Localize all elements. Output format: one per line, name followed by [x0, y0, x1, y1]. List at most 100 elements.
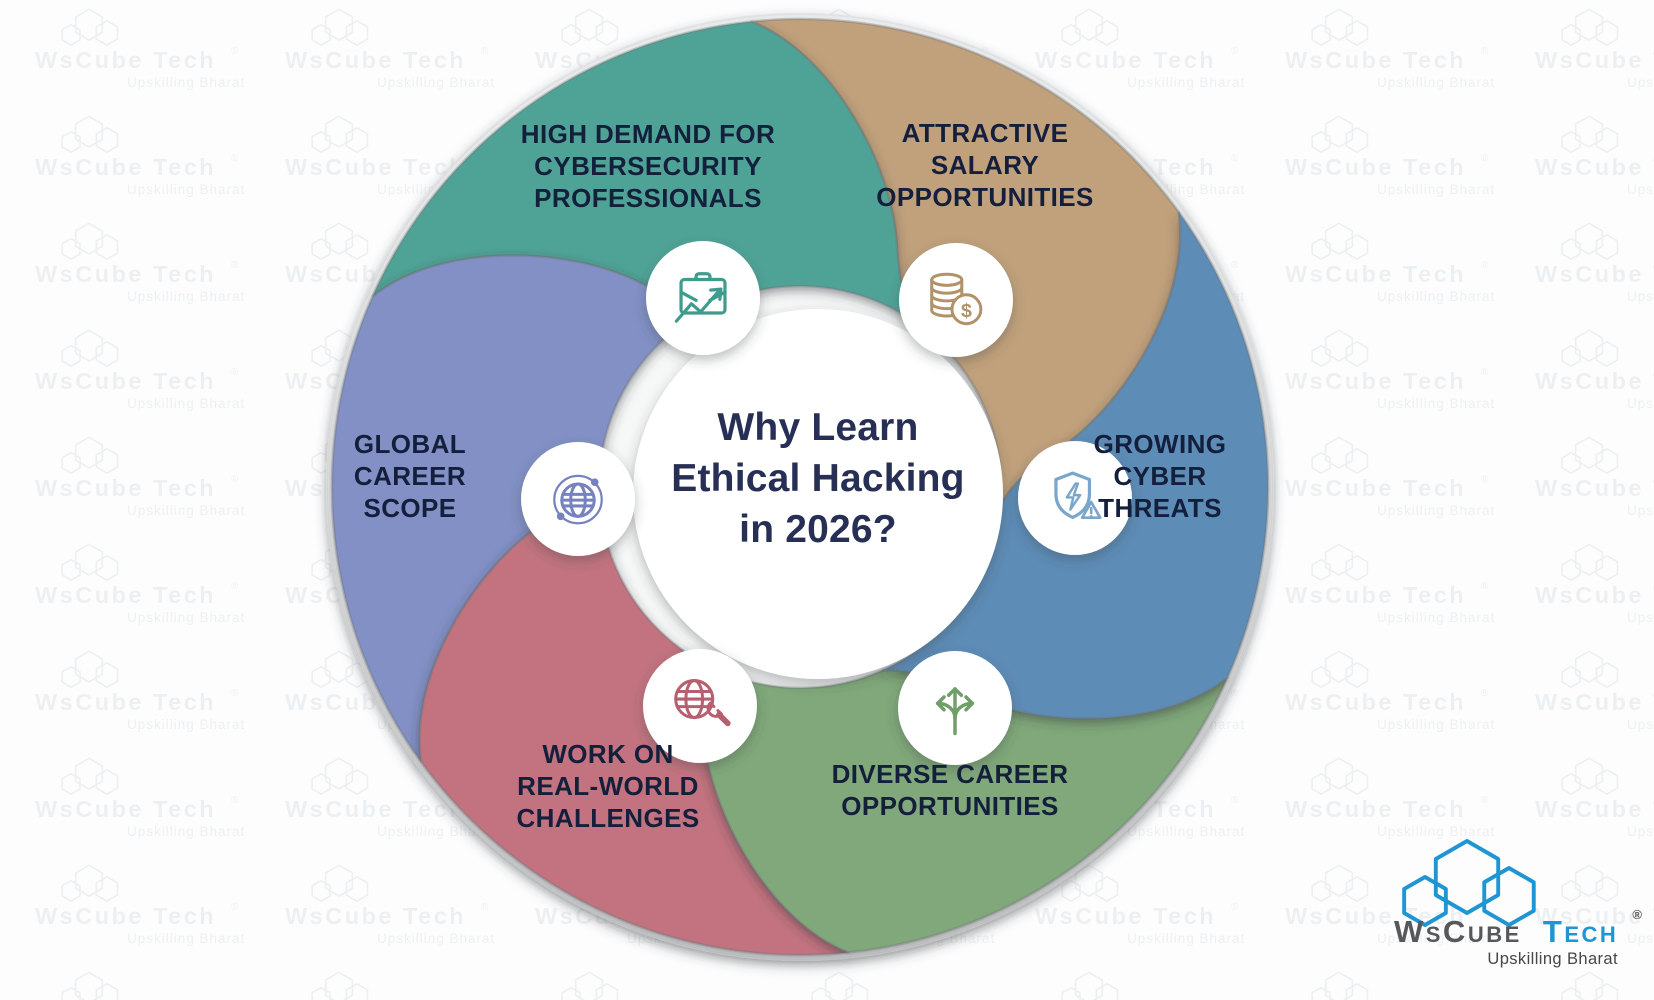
watermark-registered: ®: [481, 902, 489, 913]
watermark-brand: WsCube Tech: [1035, 47, 1216, 73]
watermark-brand: WsCube Tech: [285, 154, 466, 180]
watermark-registered: ®: [231, 688, 239, 699]
center-circle: [633, 309, 1003, 679]
watermark-registered: ®: [1481, 260, 1489, 271]
watermark-brand: WsCube Tech: [35, 154, 216, 180]
watermark-tagline: Upskilling Bharat: [377, 931, 495, 946]
segment-label-line: WORK ON: [542, 739, 674, 769]
watermark-tagline: Upskilling Bharat: [1377, 289, 1495, 304]
segment-label-line: SALARY: [930, 150, 1040, 180]
diagram-title: Why Learn Ethical Hacking in 2026?: [593, 402, 1043, 555]
watermark-tagline: Upskilling Bharat: [1377, 503, 1495, 518]
watermark-registered: ®: [1481, 367, 1489, 378]
segment-label-line: DIVERSE CAREER: [831, 759, 1069, 789]
watermark-registered: ®: [1231, 260, 1239, 271]
watermark: WsCube Tech ® Upskilling Bharat: [35, 757, 245, 839]
watermark: WsCube Tech®Upskilling Bharat: [1285, 115, 1494, 197]
watermark-tagline: Upskilling Bharat: [1127, 931, 1245, 946]
watermark: WsCube Tech®Upskilling Bharat: [1535, 436, 1654, 518]
segment-label-line: THREATS: [1098, 493, 1222, 523]
watermark: WsCube Tech®Upskilling Bharat: [285, 757, 495, 839]
watermark: WsCube Tech ® Upskilling Bharat: [35, 650, 245, 732]
watermark: WsCube Tech®Upskilling Bharat: [1535, 222, 1654, 304]
watermark-brand: WsCube Tech: [1285, 154, 1466, 180]
watermark: WsCube Tech®Upskilling Bharat: [1285, 222, 1495, 304]
watermark-registered: ®: [231, 795, 239, 806]
watermark-brand: WsCube Tech: [285, 796, 466, 822]
watermark-brand: WsCube Tech: [1535, 475, 1654, 501]
watermark: WsCube Tech®Upskilling Bharat: [1535, 650, 1654, 732]
segment-label-line: CAREER: [353, 461, 467, 491]
watermark-brand: WsCube Tech: [1535, 903, 1654, 929]
watermark-brand: WsCube Tech: [35, 475, 216, 501]
watermark-brand: WsCube Tech: [35, 796, 216, 822]
watermark-brand: WsCube Tech: [1285, 689, 1466, 715]
watermark-tagline: Upskilling Bharat: [127, 182, 245, 197]
watermark-tagline: Upskilling Bharat: [127, 610, 245, 625]
watermark-tagline: Upskilling Bharat: [1377, 931, 1495, 946]
watermark-tagline: Upskilling Bharat: [377, 824, 495, 839]
segment-label-line: OPPORTUNITIES: [876, 182, 1094, 212]
watermark: WsCube Tech®Upskilling Bharat: [35, 436, 244, 518]
watermark-tagline: Upskilling Bharat: [1127, 75, 1245, 90]
watermark-registered: ®: [231, 902, 239, 913]
watermark-brand: WsCube Tech: [1285, 47, 1466, 73]
watermark-brand: WsCube Tech: [1535, 582, 1654, 608]
logo-brand-secondary: Tech: [1542, 914, 1619, 949]
watermark-tagline: Upskilling Bharat: [1377, 396, 1495, 411]
watermark-tagline: Upskilling Bharat: [1127, 824, 1245, 839]
watermark-tagline: Upskilling Bharat: [127, 75, 245, 90]
watermark-brand: WsCube Tech: [35, 368, 216, 394]
watermark-tagline: Upskilling Bharat: [1627, 824, 1654, 839]
watermark: WsCube Tech®Upskilling Bharat: [285, 8, 494, 90]
watermark: WsCube Tech®Upskilling Bharat: [1535, 543, 1654, 625]
watermark-registered: ®: [1231, 153, 1239, 164]
icon-group: [521, 241, 1132, 765]
watermark-brand: WsCube Tech: [285, 47, 466, 73]
watermark: WsCube Tech®Upskilling Bharat: [1035, 864, 1245, 946]
watermark-registered: ®: [231, 46, 239, 57]
watermark: WsCube Tech®Upskilling Bharat: [1285, 650, 1495, 732]
wscube-logo-text: WsCube Tech ®: [1394, 907, 1642, 950]
watermark: WsCube Tech®Upskilling Bharat: [1285, 8, 1494, 90]
watermark-tagline: Upskilling Bharat: [1627, 182, 1654, 197]
watermark: WsCube Tech®Upskilling Bharat: [1535, 757, 1654, 839]
watermark-tagline: Upskilling Bharat: [1377, 717, 1495, 732]
watermark: WsCube Tech®Upskilling Bharat: [1535, 864, 1654, 946]
watermark-brand: WsCube Tech: [35, 689, 216, 715]
segment-label-line: SCOPE: [363, 493, 457, 523]
watermark-brand: WsCube Tech: [1535, 796, 1654, 822]
watermark-registered: ®: [1231, 46, 1239, 57]
watermark-brand: WsCube Tech: [1285, 368, 1466, 394]
watermark-tagline: Upskilling Bharat: [127, 289, 245, 304]
watermark-brand: WsCube Tech: [1035, 903, 1216, 929]
watermark-registered: ®: [1481, 474, 1489, 485]
segment-label-line: GROWING: [1093, 429, 1227, 459]
watermark: WsCube Tech®Upskilling Bharat: [35, 8, 245, 90]
watermark-brand: WsCube Tech: [35, 903, 216, 929]
watermark-registered: ®: [231, 367, 239, 378]
watermark-brand: WsCube Tech: [1535, 689, 1654, 715]
logo-brand-primary: WsCube: [1394, 914, 1522, 949]
watermark: WsCube Tech®Upskilling Bharat: [1535, 329, 1654, 411]
watermark-tagline: Upskilling Bharat: [127, 717, 245, 732]
watermark-tagline: Upskilling Bharat: [1627, 610, 1654, 625]
watermark-tagline: Upskilling Bharat: [1627, 75, 1654, 90]
watermark: WsCube Tech®Upskilling Bharat: [35, 329, 244, 411]
watermark-tagline: Upskilling Bharat: [127, 824, 245, 839]
watermark-registered: ®: [481, 46, 489, 57]
watermark-registered: ®: [1481, 581, 1489, 592]
watermark-tagline: Upskilling Bharat: [1627, 931, 1654, 946]
watermark-brand: WsCube Tech: [35, 582, 216, 608]
segment-label-line: ATTRACTIVE: [901, 118, 1069, 148]
growing-cyber-threats-icon-circle: [1018, 441, 1132, 555]
watermark: WsCube Tech®Upskilling Bharat: [35, 115, 245, 197]
watermark-tagline: Upskilling Bharat: [1627, 396, 1654, 411]
logo-tagline: Upskilling Bharat: [1487, 950, 1618, 968]
watermark: WsCube Tech®Upskilling Bharat: [1535, 115, 1654, 197]
